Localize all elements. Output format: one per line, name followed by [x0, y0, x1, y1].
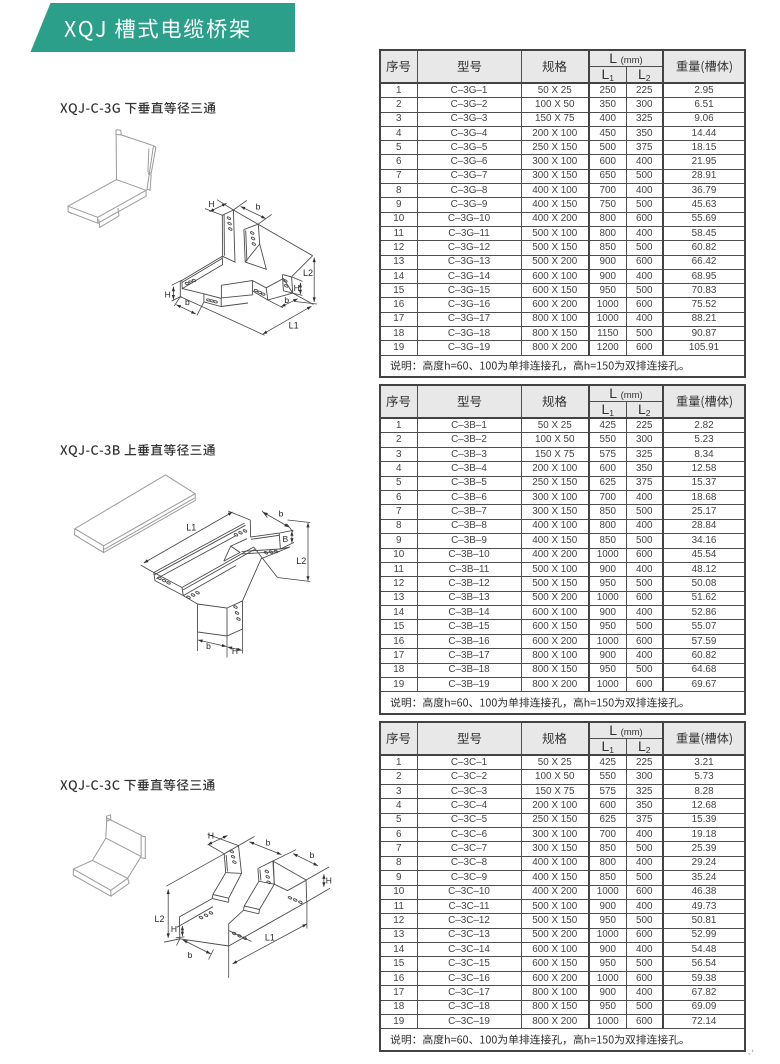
svg-text:H: H	[165, 290, 171, 300]
svg-text:H: H	[209, 199, 215, 209]
svg-text:H: H	[326, 875, 332, 885]
svg-text:L2: L2	[303, 268, 313, 278]
svg-text:b: b	[188, 950, 193, 960]
svg-text:L2: L2	[154, 914, 164, 924]
svg-text:H: H	[208, 830, 214, 840]
svg-text:b: b	[256, 202, 261, 212]
svg-text:b: b	[310, 850, 315, 860]
svg-text:L2: L2	[296, 556, 306, 566]
svg-text:b: b	[185, 297, 190, 307]
svg-text:b: b	[206, 641, 211, 651]
svg-text:b: b	[284, 295, 289, 305]
svg-text:b: b	[279, 509, 284, 519]
svg-text:L1: L1	[186, 523, 196, 533]
svg-text:L1: L1	[289, 320, 299, 330]
svg-text:H: H	[171, 924, 177, 934]
svg-text:b: b	[266, 838, 271, 848]
svg-text:H: H	[232, 646, 238, 656]
svg-text:B: B	[282, 534, 288, 544]
svg-text:H: H	[294, 283, 300, 293]
svg-text:L1: L1	[265, 932, 275, 942]
